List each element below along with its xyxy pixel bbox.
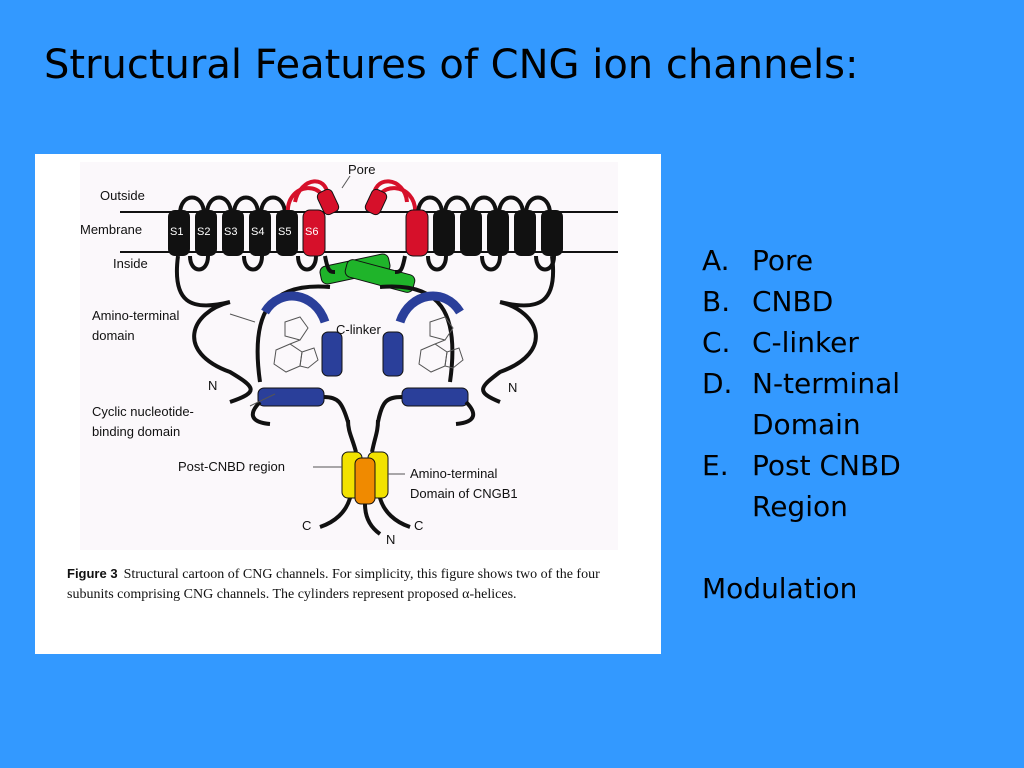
- list-item: Domain: [752, 408, 861, 441]
- figure-panel: Pore Outside Membrane Inside S1 S2 S3 S4…: [35, 154, 661, 654]
- feature-list: A.Pore B.CNBD C.C-linker D.N-terminal Do…: [702, 240, 901, 609]
- list-item: Region: [752, 490, 848, 523]
- c-right-label: C: [414, 518, 424, 533]
- segment-s1: S1: [170, 226, 184, 238]
- cngb1-label-1: Amino-terminal: [410, 466, 498, 481]
- cngb1-label-2: Domain of CNGB1: [410, 486, 518, 501]
- segment-s4: S4: [251, 226, 265, 238]
- outside-label: Outside: [100, 188, 145, 203]
- list-item: E.Post CNBD: [702, 449, 901, 482]
- segment-s5: S5: [278, 226, 292, 238]
- c-linker-label: C-linker: [336, 322, 381, 337]
- list-item: B.CNBD: [702, 285, 834, 318]
- cnbd-helix-right-c: [401, 387, 469, 407]
- c-left-label: C: [302, 518, 312, 533]
- n-terminal-right-path: [481, 255, 556, 404]
- inside-label: Inside: [113, 256, 148, 271]
- cngb1-n-terminal-helix: [354, 457, 376, 505]
- caption-text: Structural cartoon of CNG channels. For …: [67, 567, 600, 602]
- amino-terminal-domain-label-2: domain: [92, 328, 135, 343]
- cnbd-beta-right: [395, 291, 464, 324]
- caption-figure-label: Figure 3: [67, 566, 118, 581]
- channel-diagram-svg: [120, 175, 618, 536]
- outer-loops-left: [178, 195, 287, 215]
- pore-label: Pore: [348, 162, 376, 177]
- post-cnbd-label: Post-CNBD region: [178, 459, 285, 474]
- segment-s3: S3: [224, 226, 238, 238]
- transmembrane-segments-right: [405, 209, 563, 257]
- cgmp-molecule-right: [418, 316, 464, 373]
- n-bottom-label: N: [386, 532, 396, 547]
- membrane-label: Membrane: [80, 222, 143, 237]
- pore-helix-right: [364, 188, 388, 216]
- list-item: A.Pore: [702, 244, 814, 277]
- cnbd-helix-right-b: [382, 331, 404, 377]
- c-linker-helix-2: [344, 259, 416, 293]
- channel-diagram: Pore Outside Membrane Inside S1 S2 S3 S4…: [80, 162, 618, 550]
- cnbd-beta-left: [261, 291, 330, 324]
- list-item: D.N-terminal: [702, 367, 901, 400]
- slide-title: Structural Features of CNG ion channels:: [44, 42, 859, 88]
- outer-loops-right: [416, 195, 552, 215]
- cnbd-label-1: Cyclic nucleotide-: [92, 404, 194, 419]
- cnbd-label-2: binding domain: [92, 424, 181, 439]
- segment-s6: S6: [305, 226, 319, 238]
- n-right-label: N: [508, 380, 518, 395]
- n-left-label: N: [208, 378, 218, 393]
- transmembrane-segments-left: [168, 209, 326, 257]
- amino-terminal-domain-label-1: Amino-terminal: [92, 308, 180, 323]
- pore-helix-left: [316, 188, 340, 216]
- modulation-text: Modulation: [702, 572, 858, 605]
- cgmp-molecule-left: [273, 316, 319, 373]
- n-terminal-left-path: [174, 255, 253, 404]
- cnbd-helix-left-b: [321, 331, 343, 377]
- list-item: C.C-linker: [702, 326, 859, 359]
- segment-s2: S2: [197, 226, 211, 238]
